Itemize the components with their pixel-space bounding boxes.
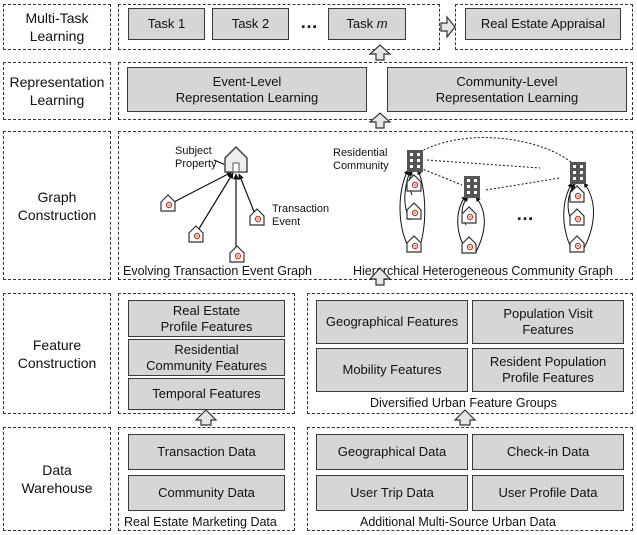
stage-arrows	[194, 15, 477, 426]
community-data-box: Community Data	[128, 475, 285, 511]
house-icon	[461, 236, 477, 254]
urban-features-caption: Diversified Urban Feature Groups	[370, 396, 557, 410]
house-icon	[406, 174, 422, 192]
house-icon	[160, 194, 176, 212]
right-arrow-icon	[440, 15, 456, 39]
community-graph-ellipsis: …	[516, 204, 534, 224]
temporal-features-box: Temporal Features	[128, 378, 285, 410]
residential-community-features-box: Residential Community Features	[128, 339, 285, 376]
transaction-event-label: Transaction Event	[272, 203, 330, 228]
resident-population-profile-features-box: Resident Population Profile Features	[472, 348, 624, 392]
marketing-data-caption: Real Estate Marketing Data	[124, 515, 277, 529]
community-level-representation-box: Community-Level Representation Learning	[387, 67, 627, 112]
urban-features-container	[307, 293, 633, 414]
urban-data-container	[307, 427, 633, 531]
house-icon	[461, 206, 477, 224]
up-arrow-icon	[368, 112, 392, 129]
user-trip-data-box: User Trip Data	[316, 475, 468, 511]
population-visit-features-box: Population Visit Features	[472, 300, 624, 344]
community-graph-caption: Hierarchical Heterogeneous Community Gra…	[353, 264, 613, 278]
up-arrow-icon	[368, 267, 392, 286]
task-m-variable: m	[376, 16, 388, 31]
mobility-features-box: Mobility Features	[316, 348, 468, 392]
house-icon	[188, 225, 204, 243]
stage-graph-construction: Graph Construction	[3, 131, 111, 280]
stage-representation-learning: Representation Learning	[3, 62, 111, 120]
task-2-box: Task 2	[212, 8, 289, 40]
community-graph-edges	[399, 137, 594, 253]
residential-community-label: Residential Community	[333, 147, 389, 172]
community-building-icon	[570, 162, 586, 184]
task-m-box: Task m	[328, 8, 406, 40]
geographical-features-box: Geographical Features	[316, 300, 468, 344]
subject-property-icon	[224, 146, 248, 173]
house-icon	[406, 235, 422, 253]
urban-data-caption: Additional Multi-Source Urban Data	[360, 515, 556, 529]
real-estate-appraisal-box: Real Estate Appraisal	[465, 8, 621, 40]
up-arrow-icon	[453, 409, 477, 426]
stage-multi-task-learning: Multi-Task Learning	[3, 4, 111, 50]
house-icon	[249, 208, 265, 226]
task-1-box: Task 1	[128, 8, 205, 40]
house-icon	[406, 202, 422, 220]
marketing-data-container	[118, 427, 295, 531]
stage-feature-construction: Feature Construction	[3, 293, 111, 414]
transaction-data-box: Transaction Data	[128, 434, 285, 470]
tasks-ellipsis: …	[300, 12, 318, 32]
user-profile-data-box: User Profile Data	[472, 475, 624, 511]
checkin-data-box: Check-in Data	[472, 434, 624, 470]
community-building-icon	[464, 176, 480, 198]
house-icon	[229, 245, 245, 263]
real-estate-profile-features-box: Real Estate Profile Features	[128, 300, 285, 337]
subject-property-label: Subject Property	[175, 145, 217, 170]
up-arrow-icon	[368, 44, 392, 61]
community-building-icon	[407, 150, 423, 172]
event-level-representation-box: Event-Level Representation Learning	[127, 67, 367, 112]
house-icon	[569, 235, 585, 253]
event-graph-caption: Evolving Transaction Event Graph	[123, 264, 312, 278]
task-m-prefix: Task	[346, 16, 377, 31]
up-arrow-icon	[194, 409, 218, 426]
geographical-data-box: Geographical Data	[316, 434, 468, 470]
stage-data-warehouse: Data Warehouse	[3, 427, 111, 531]
house-icon	[569, 208, 585, 226]
tasks-container	[118, 4, 440, 50]
event-graph	[169, 159, 256, 248]
